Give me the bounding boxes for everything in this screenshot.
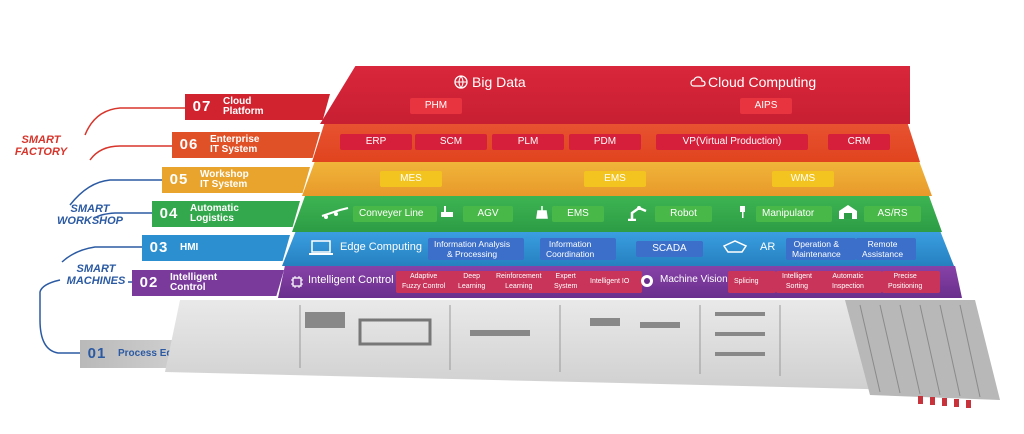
ems-logistics-pill: EMS xyxy=(552,206,604,222)
crm-pill: CRM xyxy=(828,134,890,150)
deep-learning-pill: Deep Learning xyxy=(452,271,498,293)
machine-vision-tag: Machine Vision xyxy=(660,274,728,285)
level-04-name: Automatic Logistics xyxy=(190,203,239,224)
level-06-number: 06 xyxy=(179,136,199,153)
scada-pill: SCADA xyxy=(636,241,703,257)
information-coordination-pill: Information Coordination xyxy=(540,238,616,260)
smart-machines-label: SMART MACHINES xyxy=(66,263,126,287)
vp-pill: VP(Virtual Production) xyxy=(656,134,808,150)
big-data-label: Big Data xyxy=(472,74,526,90)
automatic-inspection-pill: Automatic Inspection xyxy=(826,271,882,293)
ems-pill: EMS xyxy=(584,171,646,187)
layer-07-cloud-platform xyxy=(320,66,910,124)
laptop-icon xyxy=(308,240,334,256)
level-03-name: HMI xyxy=(180,242,199,253)
big-data-tag: Big Data xyxy=(454,74,526,90)
level-06-name: Enterprise IT System xyxy=(210,134,260,155)
level-02-label: 02 Intelligent Control xyxy=(132,270,284,296)
robot-pill: Robot xyxy=(655,206,712,222)
level-05-name: Workshop IT System xyxy=(200,169,249,190)
level-03-number: 03 xyxy=(149,239,169,256)
conveyer-line-pill: Conveyer Line xyxy=(353,206,437,222)
level-05-label: 05 Workshop IT System xyxy=(162,167,310,193)
adaptive-fuzzy-control-pill: Adaptive Fuzzy Control xyxy=(396,271,460,293)
ar-headset-icon xyxy=(722,240,748,254)
phm-pill: PHM xyxy=(410,98,462,114)
intelligent-control-tag: Intelligent Control xyxy=(308,274,394,286)
information-analysis-pill: Information Analysis & Processing xyxy=(428,238,524,260)
camera-icon xyxy=(640,274,654,288)
ems-track-icon xyxy=(535,205,549,219)
globe-icon xyxy=(454,75,468,89)
warehouse-icon xyxy=(838,204,858,220)
chip-icon xyxy=(290,275,304,289)
level-04-number: 04 xyxy=(159,205,179,222)
wms-pill: WMS xyxy=(772,171,834,187)
pdm-pill: PDM xyxy=(569,134,641,150)
scm-pill: SCM xyxy=(415,134,487,150)
level-02-name: Intelligent Control xyxy=(170,272,218,293)
level-06-label: 06 Enterprise IT System xyxy=(172,132,320,158)
intelligent-io-pill: Intelligent IO xyxy=(584,271,642,293)
manipulator-pill: Manipulator xyxy=(756,206,832,222)
erp-pill: ERP xyxy=(340,134,412,150)
robot-arm-icon xyxy=(625,203,649,222)
level-07-label: 07 Cloud Platform xyxy=(185,94,330,120)
smart-workshop-label: SMART WORKSHOP xyxy=(57,203,123,227)
cloud-computing-label: Cloud Computing xyxy=(708,74,817,90)
precise-positioning-pill: Precise Positioning xyxy=(882,271,940,293)
level-07-number: 07 xyxy=(192,98,212,115)
intelligent-sorting-pill: Intelligent Sorting xyxy=(776,271,828,293)
smart-factory-label: SMART FACTORY xyxy=(14,134,68,158)
level-05-number: 05 xyxy=(169,171,189,188)
agv-pill: AGV xyxy=(463,206,513,222)
expert-system-pill: Expert System xyxy=(548,271,588,293)
cloud-icon xyxy=(690,75,706,89)
conveyor-icon xyxy=(320,206,350,220)
mes-pill: MES xyxy=(380,171,442,187)
level-07-name: Cloud Platform xyxy=(223,96,264,117)
cloud-computing-tag: Cloud Computing xyxy=(690,74,816,90)
edge-computing-tag: Edge Computing xyxy=(340,241,422,253)
level-04-label: 04 Automatic Logistics xyxy=(152,201,300,227)
level-03-label: 03 HMI xyxy=(142,235,290,261)
as-rs-pill: AS/RS xyxy=(864,206,921,222)
agv-icon xyxy=(440,205,454,219)
level-02-number: 02 xyxy=(139,274,159,291)
operation-maintenance-pill: Operation & Maintenance xyxy=(786,238,856,260)
reinforcement-learning-pill: Reinforcement Learning xyxy=(490,271,554,293)
remote-assistance-pill: Remote Assistance xyxy=(856,238,916,260)
splicing-pill: Splicing xyxy=(728,271,776,293)
manipulator-icon xyxy=(736,205,750,219)
level-01-number: 01 xyxy=(87,345,107,362)
ar-tag: AR xyxy=(760,241,776,253)
plm-pill: PLM xyxy=(492,134,564,150)
aips-pill: AIPS xyxy=(740,98,792,114)
